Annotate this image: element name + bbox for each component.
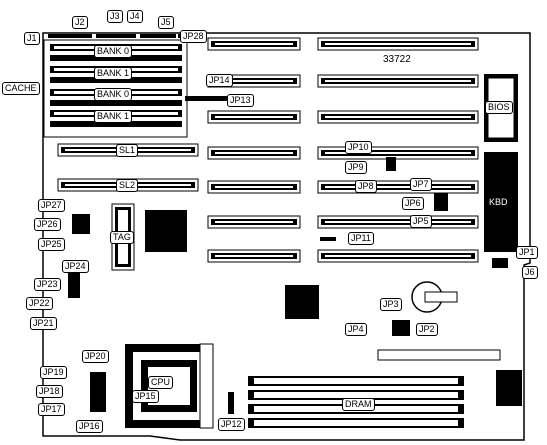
label-jp12: JP12 [218,418,245,431]
battery [411,281,458,313]
label-jp3: JP3 [380,298,402,311]
label-j6: J6 [522,266,538,279]
label-jp22: JP22 [26,297,53,310]
label-jp13: JP13 [227,94,254,107]
label-jp2: JP2 [416,323,438,336]
label-bank1-bottom: BANK 1 [94,110,133,123]
label-jp24: JP24 [62,260,89,273]
label-jp8: JP8 [355,180,377,193]
connector-strip [377,349,501,361]
label-jp9: JP9 [345,161,367,174]
isa-slot-inner-left [215,43,293,257]
label-cache: CACHE [2,82,40,95]
label-jp6: JP6 [402,197,424,210]
label-jp26: JP26 [34,218,61,231]
label-jp18: JP18 [36,385,63,398]
power-connector [496,370,522,406]
label-jp11: JP11 [348,232,374,245]
top-headers [48,34,186,38]
label-j4: J4 [127,10,143,23]
label-jp7: JP7 [410,178,432,191]
label-jp20: JP20 [82,350,109,363]
label-jp25: JP25 [38,238,65,251]
label-j2: J2 [72,16,88,29]
label-jp19: JP19 [40,366,67,379]
label-jp21: JP21 [30,317,57,330]
label-sl2: SL2 [116,179,139,192]
label-j3: J3 [107,10,123,23]
label-bank0-bottom: BANK 0 [94,88,133,101]
label-jp5: JP5 [410,215,432,228]
label-jp1: JP1 [516,246,538,259]
label-bios: BIOS [485,101,513,114]
label-jp4: JP4 [345,323,367,336]
label-sl1: SL1 [116,144,139,157]
label-bank0-top: BANK 0 [94,45,133,58]
jumper-blocks [68,96,508,414]
label-jp28: JP28 [180,30,207,43]
cpu-socket [125,343,214,429]
label-jp23: JP23 [34,278,61,291]
label-jp15: JP15 [132,390,159,403]
board-number: 33722 [383,54,411,65]
label-jp10: JP10 [345,141,372,154]
label-tag: TAG [110,231,134,244]
label-jp27: JP27 [38,199,65,212]
chipset-1 [145,210,187,252]
label-jp17: JP17 [38,403,65,416]
label-jp14: JP14 [206,74,233,87]
chipset-2 [285,285,319,319]
label-j1: J1 [24,32,40,45]
label-bank1-top: BANK 1 [94,67,133,80]
label-cpu: CPU [148,376,174,389]
label-jp16: JP16 [76,420,103,433]
label-dram: DRAM [342,398,375,411]
isa-slot-inner-right [325,43,471,257]
label-kbd: KBD [486,196,511,209]
label-j5: J5 [158,16,174,29]
